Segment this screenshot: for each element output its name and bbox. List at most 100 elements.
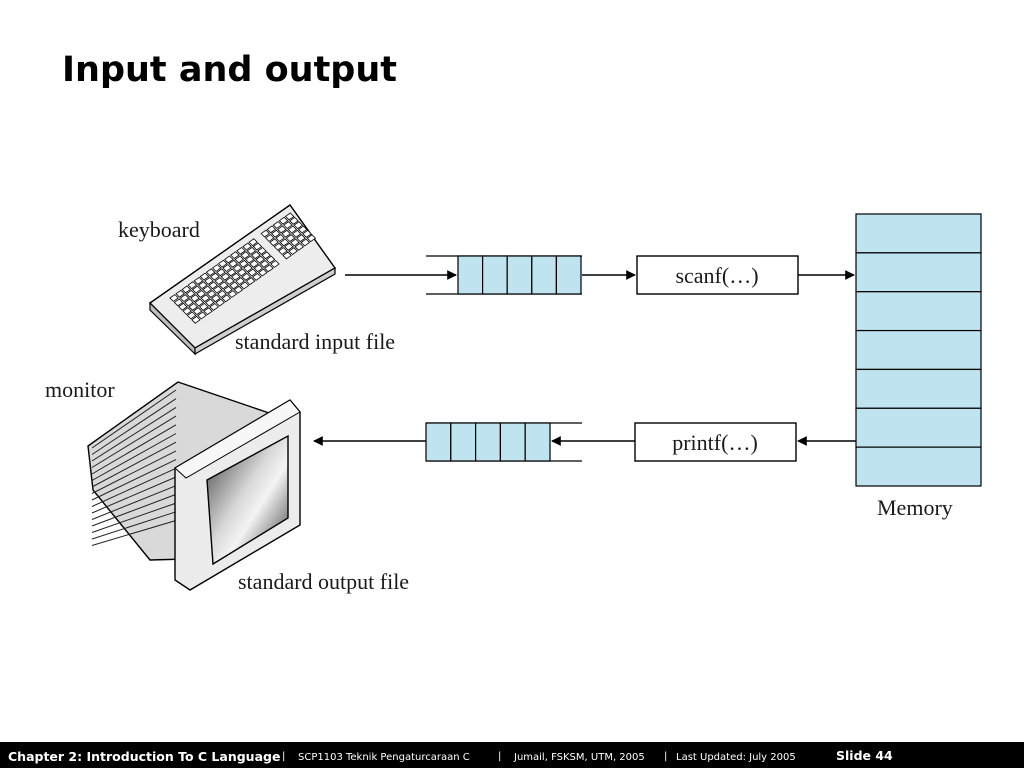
memory-cell (855, 407, 982, 448)
input-buffer-cell (506, 255, 533, 295)
printf-box: printf(…) (634, 422, 797, 462)
keyboard-key (264, 234, 275, 242)
keyboard-key (245, 277, 256, 286)
keyboard-key (208, 281, 218, 290)
keyboard-key (244, 255, 255, 264)
memory-label: Memory (877, 495, 953, 520)
monitor-vent (91, 433, 177, 481)
keyboard-key (175, 289, 185, 298)
keyboard-key (242, 242, 252, 251)
keyboard-key (198, 302, 209, 311)
keyboard-key (259, 259, 270, 268)
keyboard-key (210, 272, 220, 281)
monitor-vent (91, 459, 177, 501)
keyboard-key (221, 294, 232, 303)
keyboard-key (277, 247, 288, 255)
keyboard-key (194, 298, 205, 307)
keyboard-key (248, 238, 258, 247)
slide-title: Input and output (62, 50, 397, 90)
keyboard-key (209, 302, 219, 311)
keyboard-key (216, 268, 226, 277)
monitor-vent (91, 450, 177, 494)
monitor-vent (91, 398, 177, 455)
memory-block (855, 213, 982, 487)
keyboard-key (255, 255, 265, 264)
keyboard-key (285, 234, 296, 243)
keyboard-key (184, 298, 194, 307)
keyboard-key (191, 315, 201, 324)
keyboard-key (196, 289, 206, 298)
keyboard-key (218, 281, 229, 290)
keyboard-key (281, 229, 291, 238)
keyboard-key (287, 225, 298, 234)
memory-cell (855, 252, 982, 293)
monitor-vent (91, 389, 177, 449)
keyboard-key (293, 221, 304, 230)
footer-separator: | (282, 751, 286, 762)
keyboard-key (258, 268, 268, 277)
keyboard-key (249, 259, 259, 268)
monitor-vent (91, 424, 177, 475)
output-buffer-cell (475, 422, 502, 462)
keyboard-key (284, 242, 294, 251)
footer-separator: | (498, 751, 502, 762)
keyboard-icon (148, 204, 337, 356)
printf-label: printf(…) (672, 430, 758, 455)
keyboard-key (211, 264, 222, 272)
keyboard-key (230, 251, 240, 260)
keyboard-key (294, 242, 305, 251)
monitor-vent (91, 493, 177, 527)
keyboard-key (273, 242, 284, 251)
footer-bar: Chapter 2: Introduction To C Language | … (0, 742, 1024, 768)
keyboard-key (231, 272, 241, 281)
input-buffer-cell (531, 255, 557, 295)
monitor-vent (91, 415, 177, 468)
keyboard-key (269, 238, 279, 247)
output-buffer (425, 422, 582, 462)
keyboard-key (203, 307, 213, 316)
keyboard-key (169, 294, 179, 302)
monitor-vent (91, 406, 177, 462)
monitor-vent (91, 441, 177, 488)
keyboard-key (222, 264, 232, 272)
keyboard-key (243, 264, 253, 273)
keyboard-key (252, 242, 263, 251)
keyboard-key (192, 307, 203, 316)
keyboard-key (193, 276, 204, 285)
monitor-label: monitor (45, 377, 115, 402)
monitor-icon (87, 381, 301, 591)
keyboard-key (247, 268, 258, 277)
keyboard-key (186, 311, 197, 320)
keyboard-key (212, 285, 223, 294)
keyboard-key (182, 307, 192, 316)
keyboard-key (197, 311, 207, 320)
memory-cell (855, 213, 982, 254)
scanf-box: scanf(…) (636, 255, 799, 295)
footer-updated: Last Updated: July 2005 (676, 752, 796, 763)
keyboard-label: keyboard (118, 217, 200, 242)
keyboard-key (288, 247, 298, 256)
keyboard-key (257, 246, 267, 255)
keyboard-key (187, 281, 198, 290)
keyboard-key (178, 302, 188, 311)
keyboard-key (253, 264, 264, 273)
keyboard-key (199, 272, 210, 281)
memory-cell (855, 368, 982, 409)
footer-course: SCP1103 Teknik Pengaturcaraan C (298, 752, 470, 763)
keyboard-key (270, 260, 280, 268)
monitor-vent (91, 476, 177, 514)
keyboard-key (217, 290, 227, 298)
keyboard-key (204, 276, 214, 285)
keyboard-key (234, 255, 245, 264)
keyboard-key (179, 294, 190, 303)
keyboard-key (283, 221, 293, 230)
footer-chapter: Chapter 2: Introduction To C Language (8, 749, 281, 764)
keyboard-key (297, 225, 308, 234)
keyboard-key (291, 229, 302, 238)
keyboard-key (261, 251, 271, 260)
keyboard-key (266, 225, 277, 234)
monitor-vent (91, 467, 177, 507)
input-buffer-cell (555, 255, 582, 295)
keyboard-key (205, 298, 215, 307)
input-buffer (426, 255, 582, 295)
